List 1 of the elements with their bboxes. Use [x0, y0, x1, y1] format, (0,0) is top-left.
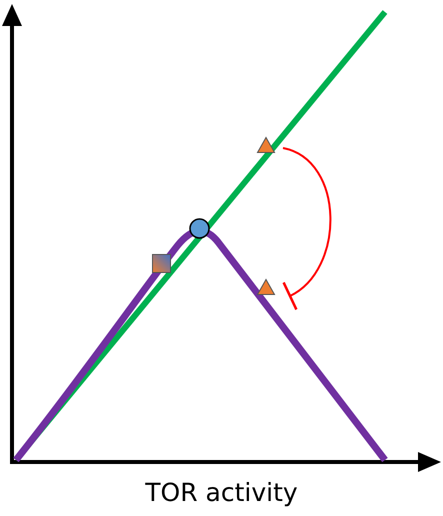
- axis-label: TOR activity: [145, 478, 298, 507]
